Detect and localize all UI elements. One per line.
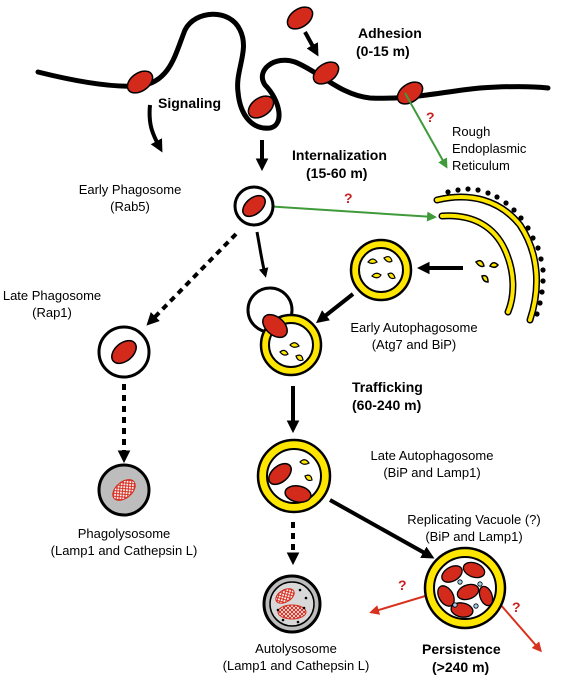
- autolysosome-name: Autolysosome: [255, 641, 337, 656]
- degraded-bacterium-autolysosome-1: [275, 588, 295, 604]
- late-phagosome-marker: (Rap1): [32, 305, 72, 320]
- autolysosome-marker: (Lamp1 and Cathepsin L): [223, 658, 370, 673]
- plasma-membrane: [35, 11, 551, 131]
- bacterium-adhered-middle: [312, 61, 340, 85]
- stage-internalization-title: Internalization: [292, 147, 387, 163]
- early-autophagosome-isolated-lumen: [358, 247, 404, 293]
- rough-er-line2: Endoplasmic: [452, 141, 527, 156]
- bacterium-replicating-5: [478, 585, 494, 607]
- stage-trafficking-title: Trafficking: [352, 379, 423, 395]
- er-membrane-fragments: [474, 259, 499, 283]
- question-mark-right-exit: ?: [512, 599, 521, 615]
- early-autophagosome-marker: (Atg7 and BiP): [372, 337, 457, 352]
- stage-trafficking-time: (60-240 m): [352, 397, 421, 413]
- bacterium-replicating-3: [437, 585, 455, 607]
- early-phagosome-marker: (Rab5): [110, 199, 150, 214]
- rough-er-outer-fill: [435, 195, 539, 322]
- bacterium-adhered-right: [396, 81, 424, 105]
- arrow-autophagosome-fusion: [315, 292, 355, 324]
- late-autophagosome-marker: (BiP and Lamp1): [383, 465, 480, 480]
- autophagic-cargo-isolated: [367, 255, 396, 280]
- bacterium-incoming: [286, 6, 314, 30]
- question-mark-left-exit: ?: [398, 577, 407, 593]
- replicating-vacuole-name: Replicating Vacuole (?): [407, 512, 540, 527]
- stage-persistence-title: Persistence: [422, 641, 501, 657]
- bacterium-replicating-1: [441, 565, 463, 583]
- stage-adhesion-time: (0-15 m): [356, 43, 410, 59]
- phagolysosome-name: Phagolysosome: [78, 526, 171, 541]
- arrow-to-replicating-vacuole: [329, 498, 435, 559]
- early-autophagosome-name: Early Autophagosome: [350, 320, 477, 335]
- green-arrow-membrane-to-er: [404, 92, 448, 169]
- stage-signaling-title: Signaling: [158, 95, 221, 111]
- question-mark-phagosome-to-er: ?: [344, 190, 353, 206]
- bacterium-replicating-2: [462, 561, 486, 579]
- bacterium-internalizing: [247, 95, 275, 119]
- bacterium-late-phagosome: [111, 339, 137, 365]
- bacterium-adhered-left: [126, 70, 154, 94]
- autophagic-cargo-fusing: [279, 342, 304, 362]
- bacterium-late-autophagosome-2: [284, 485, 312, 503]
- late-phagosome-name: Late Phagosome: [3, 288, 101, 303]
- ribosomes: [445, 186, 546, 317]
- rough-er-inner-fill: [440, 213, 515, 314]
- bacterium-early-phagosome: [242, 194, 266, 218]
- stage-internalization-time: (15-60 m): [306, 165, 367, 181]
- green-arrow-phagosome-to-er: [263, 205, 437, 222]
- bacterium-late-autophagosome-1: [268, 462, 292, 486]
- autophagic-cargo-late: [299, 459, 313, 482]
- arrow-to-autophagosome-fusion: [255, 231, 269, 278]
- degraded-bacterium-phagolysosome: [112, 479, 136, 501]
- arrow-incoming: [303, 31, 319, 57]
- late-autophagosome-name: Late Autophagosome: [371, 448, 494, 463]
- replicating-vacuole-marker: (BiP and Lamp1): [425, 529, 522, 544]
- bacterium-fusing: [262, 313, 288, 339]
- stage-adhesion-title: Adhesion: [358, 25, 422, 41]
- phagolysosome-marker: (Lamp1 and Cathepsin L): [51, 543, 198, 558]
- rough-er-line1: Rough: [452, 124, 490, 139]
- degraded-bacterium-autolysosome-2: [277, 604, 307, 620]
- vacuole-inclusions: [452, 579, 483, 609]
- rough-er-line3: Reticulum: [452, 158, 510, 173]
- question-mark-membrane-to-er: ?: [426, 109, 435, 125]
- bacterium-replicating-4: [456, 583, 480, 601]
- early-phagosome-name: Early Phagosome: [79, 182, 182, 197]
- dashed-arrow-to-late-phagosome: [146, 232, 238, 326]
- stage-persistence-time: (>240 m): [432, 659, 489, 675]
- arrow-signaling: [147, 104, 163, 153]
- autolysosome-debris: [276, 588, 308, 624]
